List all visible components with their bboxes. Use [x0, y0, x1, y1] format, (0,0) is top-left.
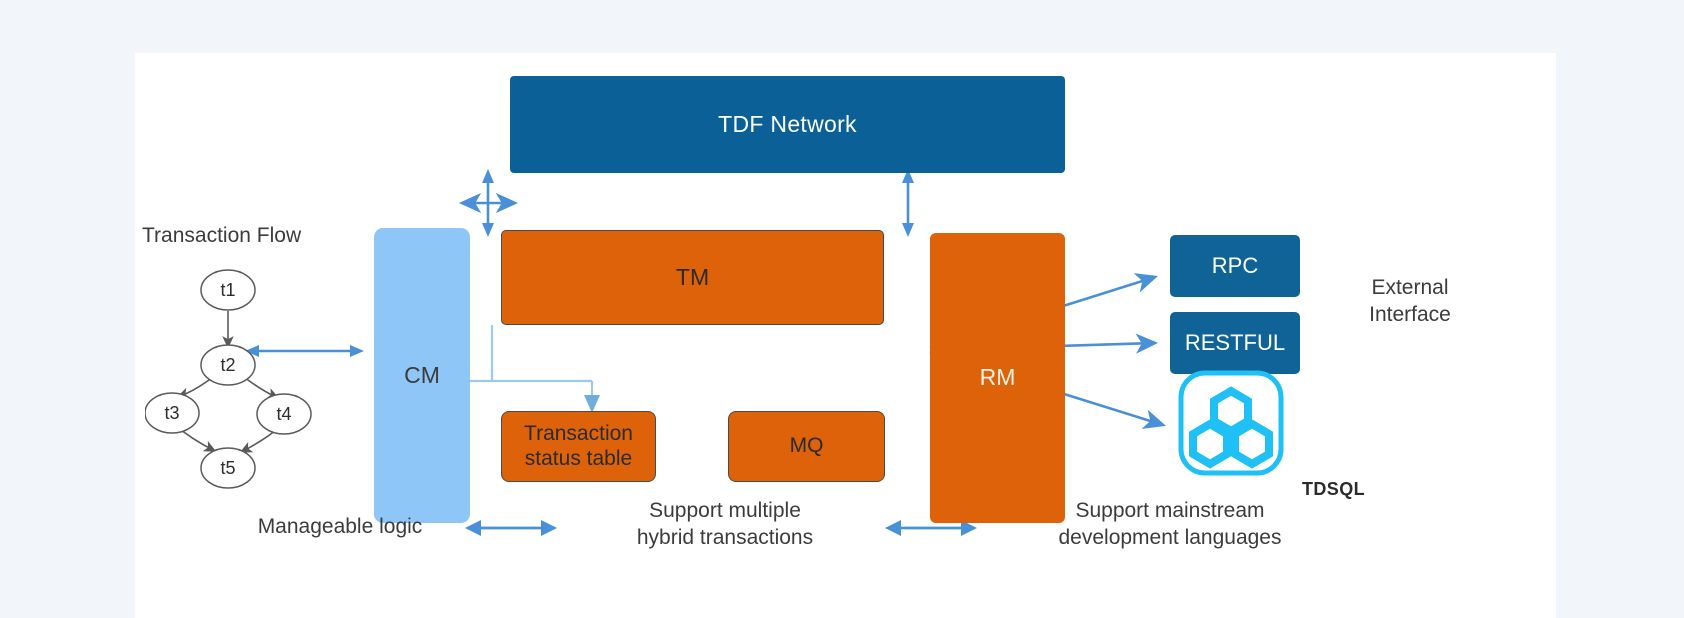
- footer-left-label: Manageable logic: [257, 515, 423, 538]
- arrowhead-tm-mq: [584, 395, 600, 413]
- dag-node-t1: t1: [200, 269, 256, 311]
- tdf-network-box[interactable]: TDF Network: [510, 76, 1065, 173]
- mq-box[interactable]: MQ: [728, 411, 885, 482]
- cm-label: CM: [404, 361, 440, 388]
- tm-label: TM: [675, 263, 710, 290]
- dag-node-t4: t4: [256, 393, 312, 435]
- dag-node-t3-label: t3: [164, 403, 179, 423]
- dag-node-t2-label: t2: [220, 355, 235, 375]
- dag-node-t5: t5: [200, 447, 256, 489]
- diagram-canvas: t1 t2 t3 t4 t5 Transaction Flow External: [135, 53, 1556, 618]
- transaction-flow-dag: t1 t2 t3 t4 t5: [145, 269, 312, 489]
- restful-box[interactable]: RESTFUL: [1170, 312, 1300, 374]
- external-interface-line2: Interface: [1369, 302, 1451, 326]
- dag-node-t5-label: t5: [220, 458, 235, 478]
- tdf-network-label: TDF Network: [718, 110, 857, 137]
- restful-label: RESTFUL: [1184, 330, 1286, 356]
- footer-right-line2: development languages: [1058, 525, 1282, 549]
- footer-middle-line2: hybrid transactions: [636, 525, 814, 549]
- dag-node-t2: t2: [200, 344, 256, 386]
- footer-right-label: Support mainstream development languages: [1010, 498, 1330, 552]
- footer-arrow-left: [465, 520, 557, 536]
- cm-box[interactable]: CM: [374, 228, 470, 523]
- footer-right-line1: Support mainstream: [1075, 499, 1265, 522]
- tm-box[interactable]: TM: [501, 230, 884, 325]
- footer-middle-line1: Support multiple: [649, 499, 801, 522]
- rpc-box[interactable]: RPC: [1170, 235, 1300, 297]
- external-interface-label: External Interface: [1335, 275, 1485, 329]
- footer-arrow-right: [885, 520, 977, 536]
- dag-node-t3: t3: [145, 392, 200, 434]
- tdsql-logo[interactable]: [1177, 369, 1285, 477]
- rm-label: RM: [979, 364, 1016, 391]
- dag-edge-t2-t4: [243, 376, 280, 399]
- mq-label: MQ: [789, 434, 824, 458]
- transaction-status-table-line1: Transaction: [524, 421, 633, 445]
- external-interface-line1: External: [1371, 276, 1449, 299]
- dag-node-t1-label: t1: [220, 280, 235, 300]
- tdsql-icon: [1178, 370, 1284, 476]
- tdsql-label: TDSQL: [1302, 479, 1365, 499]
- transaction-status-table-box[interactable]: Transaction status table: [501, 411, 656, 482]
- transaction-status-table-line2: status table: [524, 446, 633, 470]
- transaction-flow-title: Transaction Flow: [142, 224, 302, 247]
- rm-box[interactable]: RM: [930, 233, 1065, 523]
- dag-node-t4-label: t4: [276, 404, 291, 424]
- rpc-label: RPC: [1211, 253, 1259, 279]
- footer-middle-label: Support multiple hybrid transactions: [580, 498, 870, 552]
